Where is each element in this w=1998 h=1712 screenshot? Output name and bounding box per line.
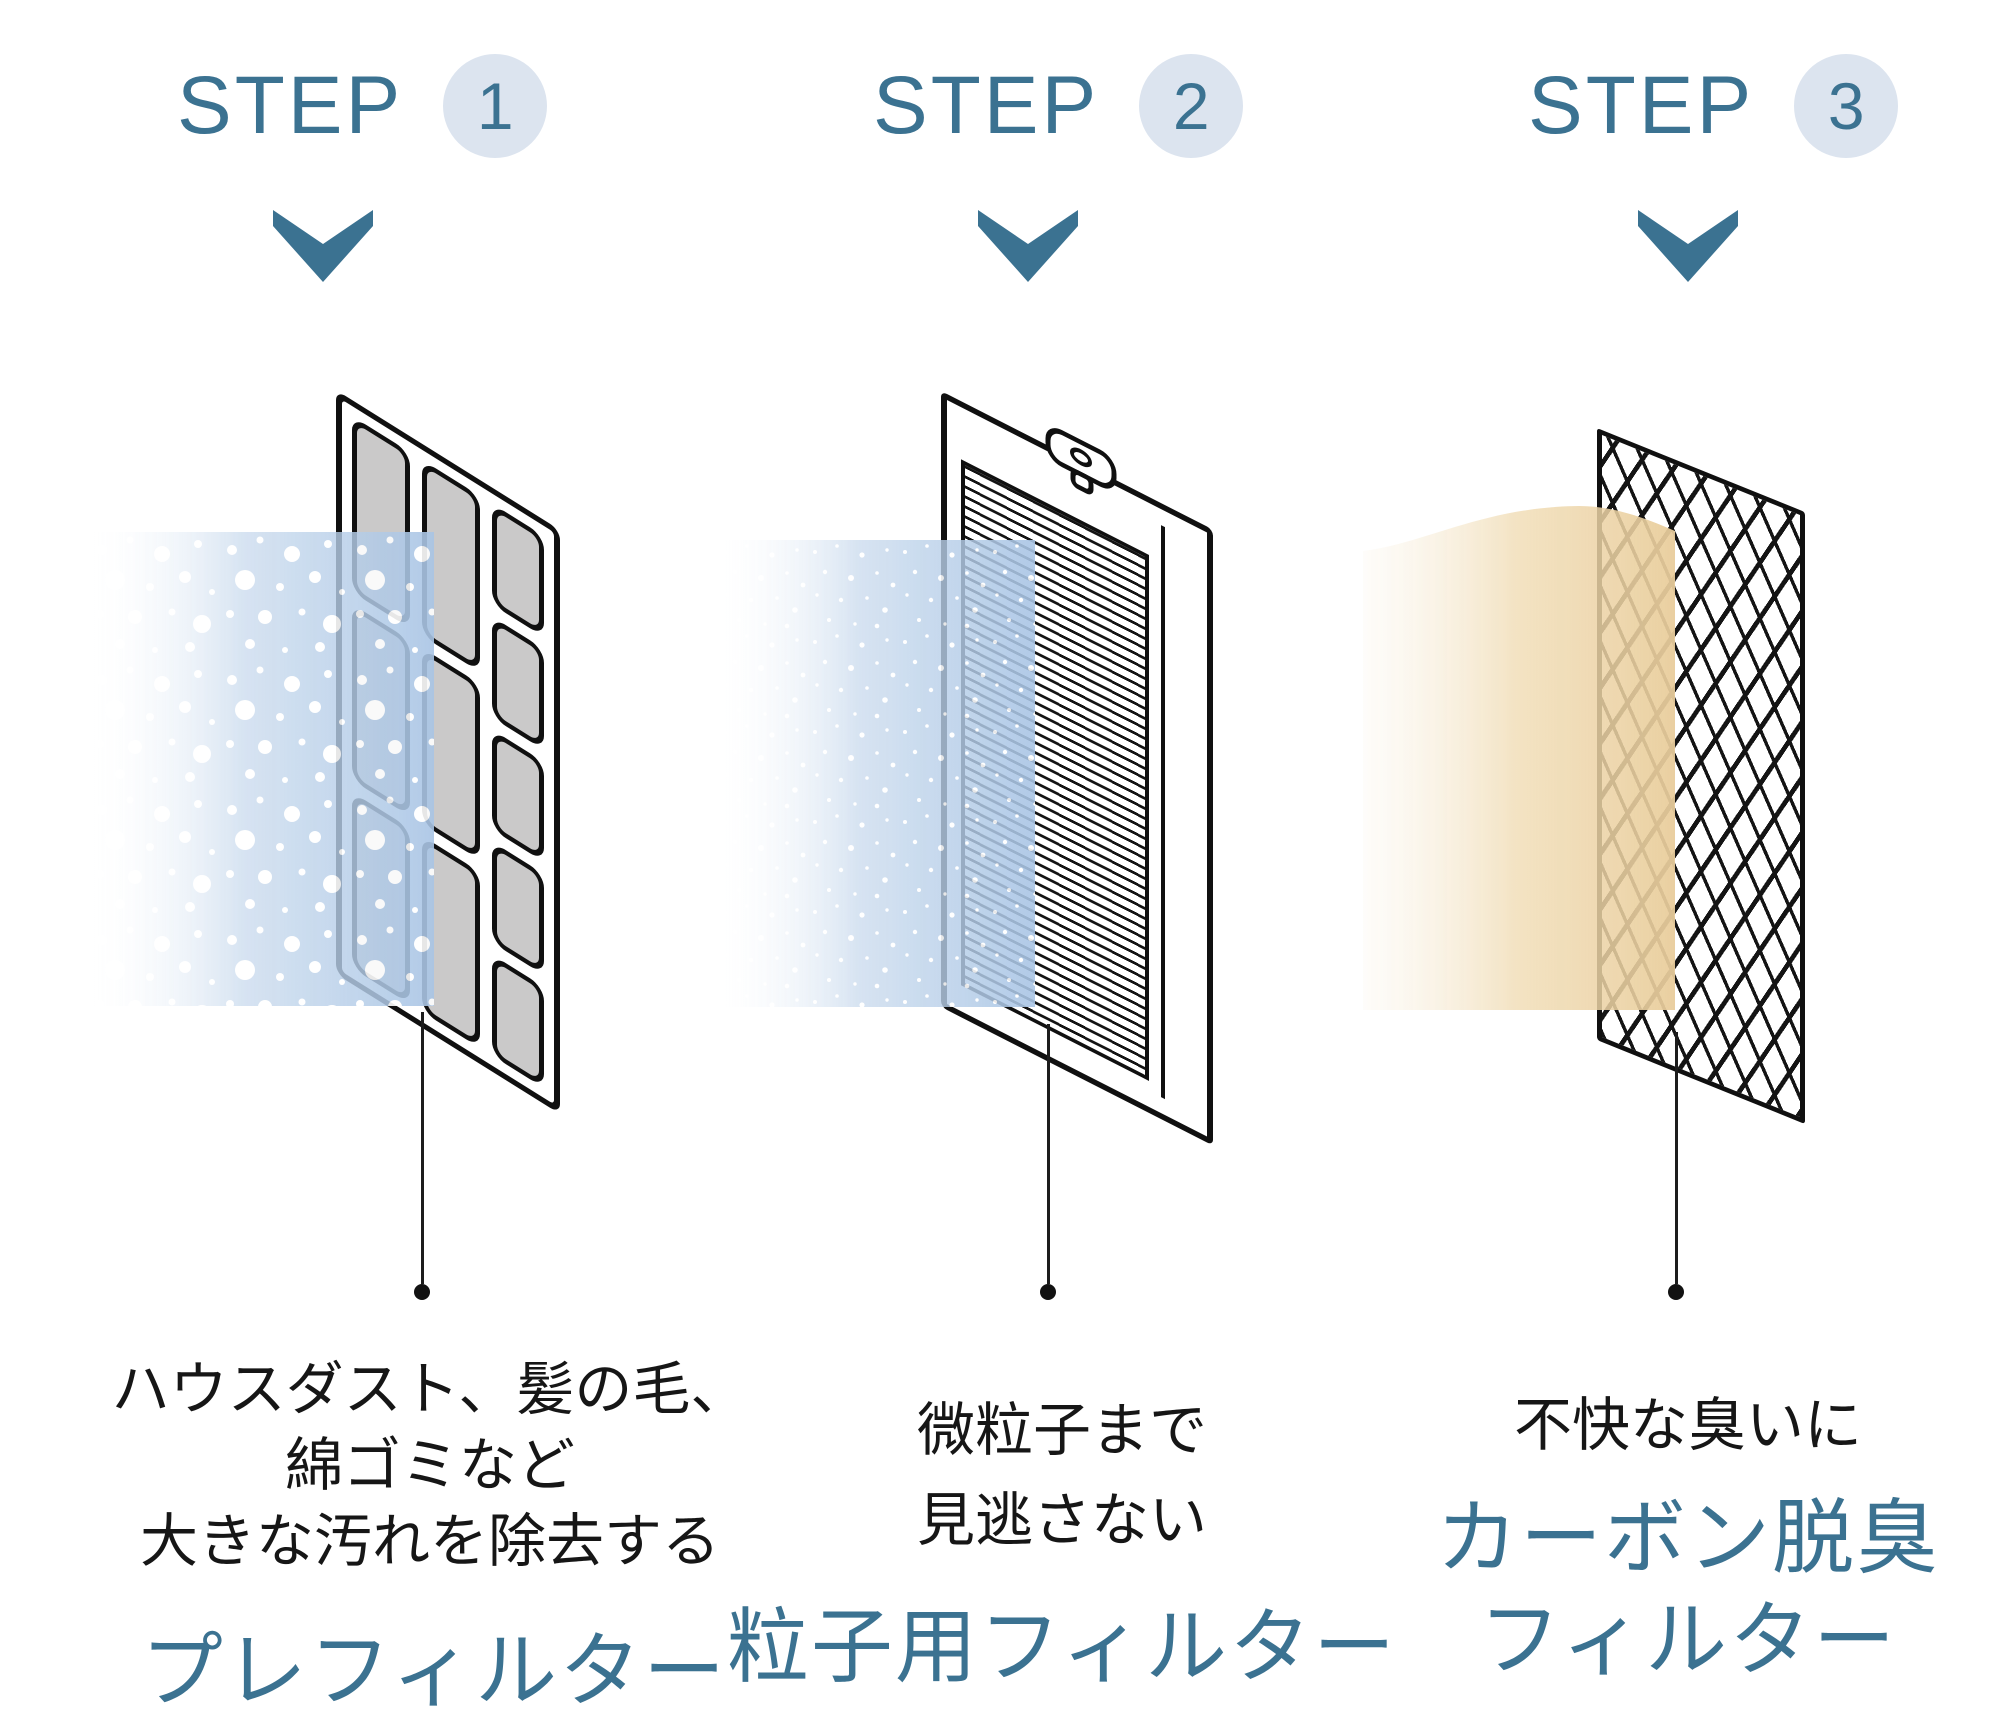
leader-dot	[414, 1284, 430, 1300]
step1-description-line: ハウスダスト、髪の毛、	[111, 1357, 749, 1422]
step3-number-badge: 3	[1794, 54, 1899, 158]
leader-dot	[1668, 1284, 1684, 1300]
step3-arrow-down-icon	[1638, 210, 1738, 282]
leader-line	[421, 1012, 424, 1284]
step2-number-badge: 2	[1139, 54, 1244, 158]
step2-filter-name-line: 粒子用フィルター	[726, 1602, 1398, 1693]
step2-description-line: 見逃さない	[916, 1488, 1208, 1553]
step2-description: 微粒子まで 見逃さない	[917, 1386, 1207, 1566]
step2-label: STEP	[873, 60, 1100, 151]
step1-description-line: 大きな汚れを除去する	[139, 1509, 720, 1574]
pre-filter-cell	[491, 841, 545, 976]
leader-line	[1675, 1032, 1678, 1284]
leader-dot	[1040, 1284, 1056, 1300]
step2-description-line: 微粒子まで	[916, 1398, 1208, 1463]
panel-edge-line	[1161, 525, 1165, 1100]
step1-filter-name: プレフィルター	[141, 1604, 727, 1712]
step1-label: STEP	[177, 60, 404, 151]
step1-filter-name-line: プレフィルター	[140, 1626, 728, 1712]
step3-number: 3	[1827, 69, 1865, 143]
step1-description-line: 綿ゴミなど	[284, 1433, 575, 1498]
pre-filter-cell	[491, 616, 545, 750]
step2-header: STEP 2	[873, 54, 1244, 158]
step2-filter-name: 粒子用フィルター	[727, 1580, 1397, 1699]
pre-filter-cell	[491, 954, 545, 1088]
step1-number-badge: 1	[443, 54, 548, 158]
leader-line	[1047, 1024, 1050, 1284]
particle-filter-illustration	[941, 391, 1213, 1146]
pre-filter-cell	[491, 503, 545, 637]
dust-air-flow-graphic	[90, 532, 434, 1006]
step1-arrow-down-icon	[273, 210, 373, 282]
fine-particle-air-flow-graphic	[717, 540, 1035, 1007]
step1-header: STEP 1	[177, 54, 548, 158]
step3-filter-name-line: フィルター	[1478, 1595, 1898, 1686]
pre-filter-side-column	[491, 503, 545, 1088]
step3-description: 不快な臭いに	[1514, 1388, 1862, 1464]
step2-number: 2	[1172, 69, 1210, 143]
filter-latch-icon	[1043, 419, 1129, 519]
odor-flow-graphic	[1363, 506, 1675, 1010]
step3-filter-name: カーボン脱臭 フィルター	[1436, 1488, 1940, 1692]
step1-description: ハウスダスト、髪の毛、 綿ゴミなど 大きな汚れを除去する	[112, 1352, 749, 1580]
step1-number: 1	[476, 69, 514, 143]
step3-filter-name-line: カーボン脱臭	[1435, 1493, 1941, 1584]
step3-label: STEP	[1528, 60, 1755, 151]
pre-filter-cell	[491, 728, 545, 863]
step2-arrow-down-icon	[978, 210, 1078, 282]
step3-header: STEP 3	[1528, 54, 1899, 158]
step3-description-line: 不快な臭いに	[1513, 1393, 1863, 1458]
